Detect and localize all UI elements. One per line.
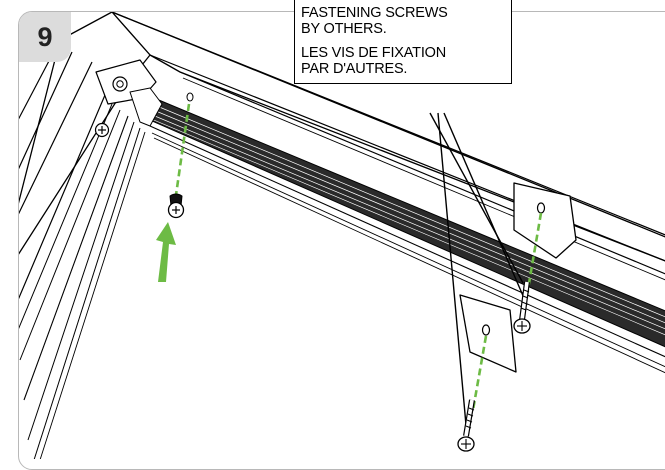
pilot-hole: [186, 92, 194, 102]
guide-line-lower-bracket: [471, 335, 488, 411]
leader-line-2: [437, 112, 467, 426]
frame-left-rail: [18, 11, 163, 459]
up-arrow-icon: [156, 222, 176, 282]
mounting-bracket-lower: [459, 294, 517, 373]
guide-line-upper-bracket: [525, 212, 543, 296]
leader-line-1: [429, 112, 524, 284]
long-screw-lower-icon: [457, 399, 475, 452]
callout-english-line-1: FASTENING SCREWS: [301, 5, 448, 21]
callout-french-line-1: LES VIS DE FIXATION: [301, 45, 446, 61]
side-screw-icon: [94, 122, 110, 138]
long-screw-upper-icon: [513, 281, 531, 334]
callout-english-line-2: BY OTHERS.: [301, 21, 387, 37]
leader-line-3: [443, 112, 528, 306]
screw-icon: [167, 193, 185, 219]
guide-line-left: [174, 103, 191, 196]
callout-french-line-2: PAR D'AUTRES.: [301, 61, 408, 77]
fastening-callout: FASTENING SCREWS BY OTHERS. LES VIS DE F…: [294, 0, 512, 84]
assembly-drawing: [18, 11, 665, 459]
mounting-bracket-upper: [513, 182, 577, 259]
corner-screw-icon: [112, 76, 128, 92]
